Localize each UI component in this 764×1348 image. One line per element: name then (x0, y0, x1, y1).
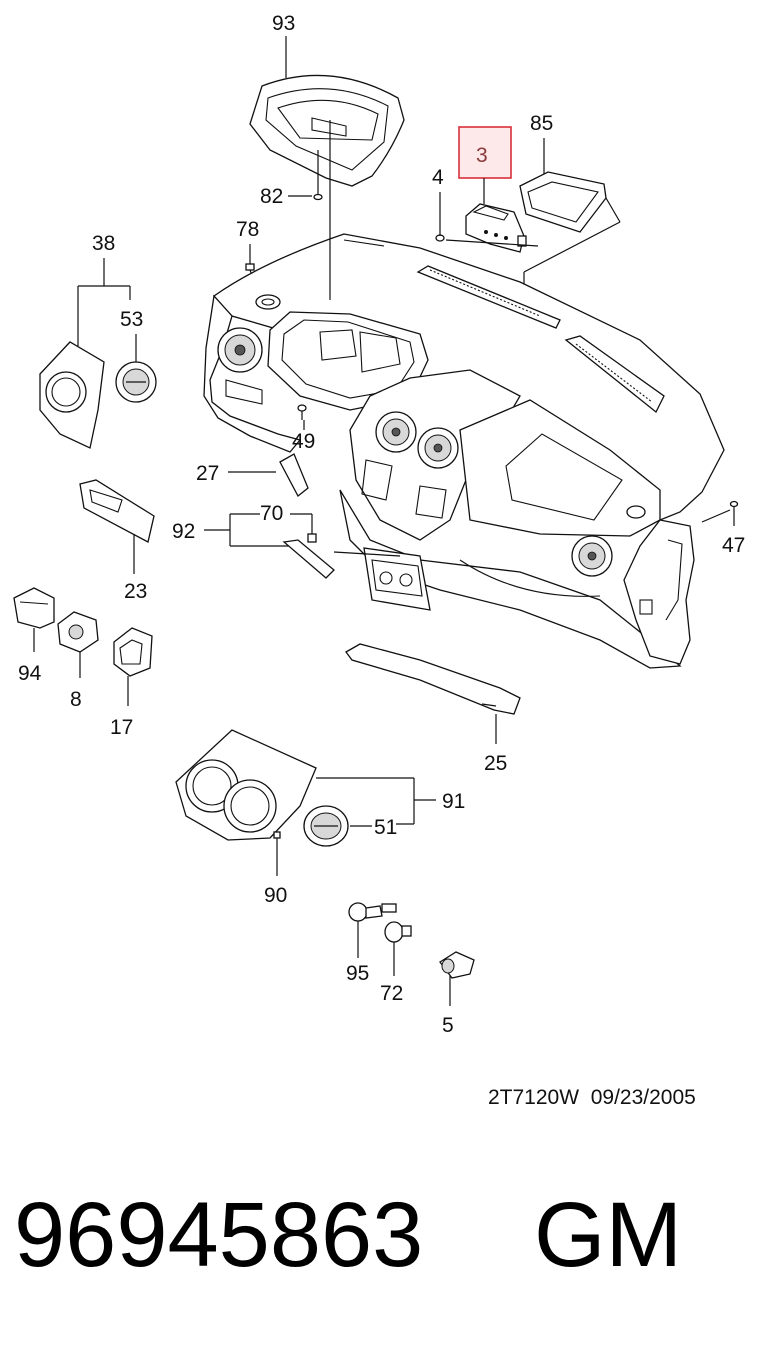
part-93-cluster-hood (249, 74, 405, 187)
callout-78: 78 (236, 218, 259, 241)
callout-94: 94 (18, 662, 42, 685)
part-94-cap (13, 587, 55, 629)
callout-3-highlight-box (458, 126, 512, 179)
instrument-panel-assembly (203, 233, 725, 669)
part-90-clip (273, 831, 281, 839)
part-25-trim-strip (345, 643, 521, 715)
callout-23: 23 (124, 580, 147, 603)
part-number: 96945863 (14, 1184, 424, 1286)
part-82-screw (313, 188, 323, 201)
callout-70: 70 (260, 502, 283, 525)
part-47-bolt (729, 500, 739, 526)
part-51-vent-nozzle (303, 805, 349, 847)
callout-5: 5 (442, 1014, 454, 1037)
part-8-switch (57, 611, 99, 653)
callout-93: 93 (272, 12, 295, 35)
part-17-button (113, 627, 153, 677)
part-85-center-trim (519, 171, 607, 233)
part-95-bulb-socket (348, 902, 397, 922)
callout-85: 85 (530, 112, 553, 135)
callout-95: 95 (346, 962, 369, 985)
part-3-switch-module (465, 203, 527, 253)
part-53-vent-nozzle (115, 361, 157, 403)
callout-92: 92 (172, 520, 195, 543)
part-72-bulb (384, 921, 412, 943)
callout-51: 51 (374, 816, 397, 839)
callout-8: 8 (70, 688, 82, 711)
callout-53: 53 (120, 308, 143, 331)
part-91-gauge-bezel (175, 729, 317, 841)
diagram-code-date: 2T7120W 09/23/2005 (488, 1086, 696, 1109)
part-38-left-vent-bezel (39, 341, 105, 449)
callout-47: 47 (722, 534, 745, 557)
callout-91: 91 (442, 790, 465, 813)
part-27-trim (279, 453, 309, 497)
part-23-side-trim (79, 479, 155, 543)
callout-3: 3 (476, 144, 488, 167)
callout-17: 17 (110, 716, 133, 739)
part-92-trim-strip (282, 539, 335, 579)
callout-27: 27 (196, 462, 219, 485)
part-70-clip (307, 533, 317, 543)
callout-82: 82 (260, 185, 283, 208)
callout-49: 49 (292, 430, 315, 453)
callout-4: 4 (432, 166, 444, 189)
callout-72: 72 (380, 982, 403, 1005)
part-5-lamp-socket (439, 951, 475, 979)
callout-90: 90 (264, 884, 287, 907)
part-49-bolt (297, 404, 307, 420)
brand-label: GM (534, 1184, 683, 1286)
callout-25: 25 (484, 752, 507, 775)
part-78-clip (245, 263, 255, 271)
callout-38: 38 (92, 232, 115, 255)
part-4-screw (435, 232, 445, 242)
